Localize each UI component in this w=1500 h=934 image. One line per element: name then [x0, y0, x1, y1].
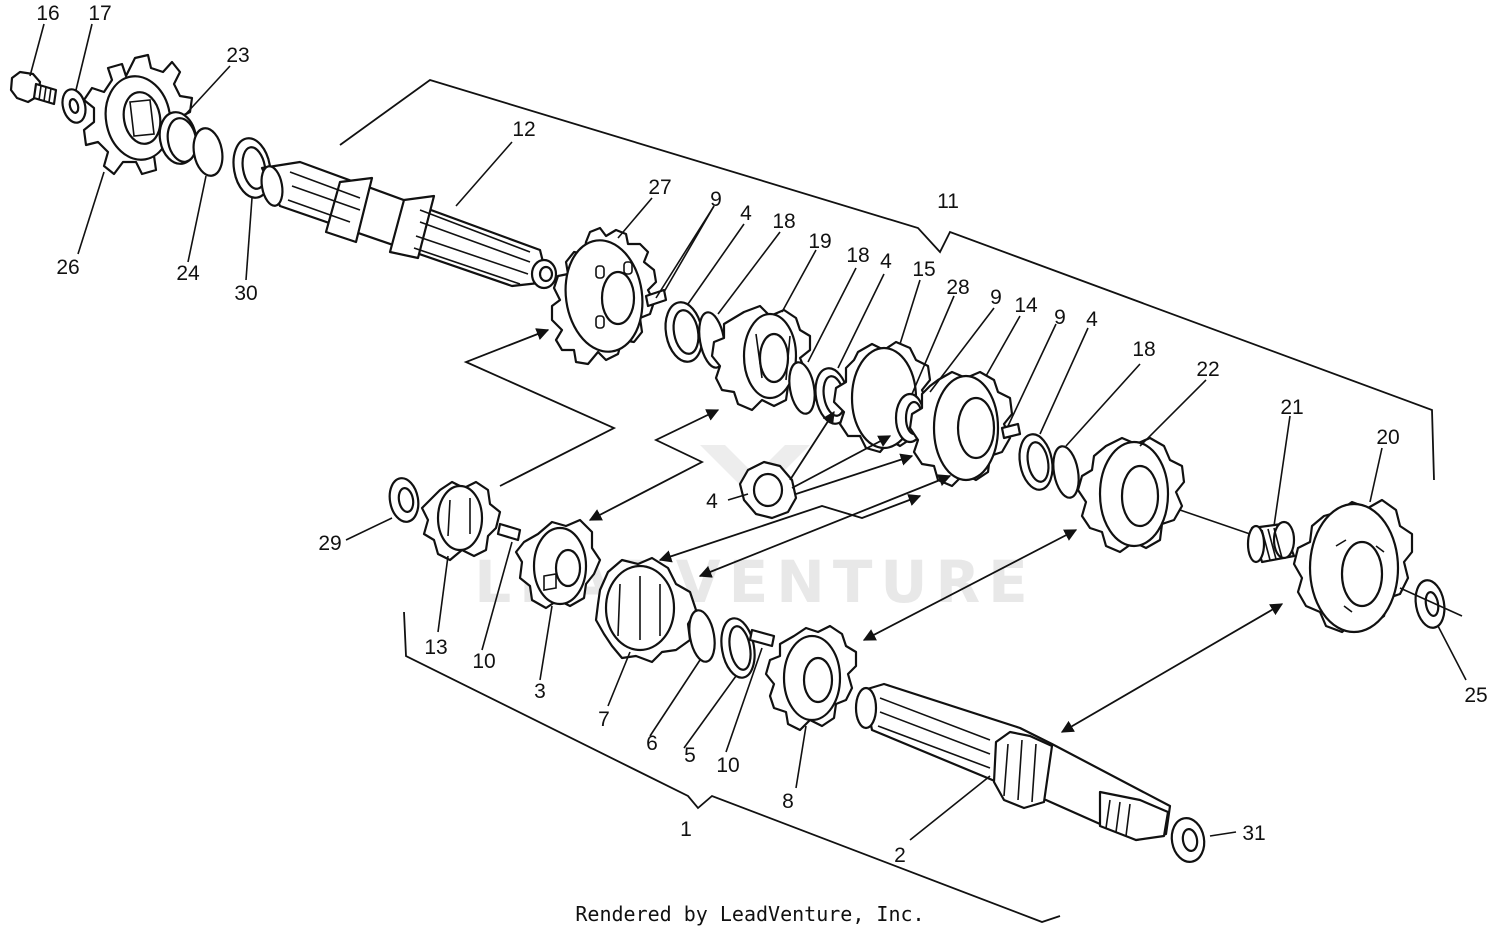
callout-20: 20	[1376, 426, 1399, 449]
countershaft-12	[260, 160, 558, 290]
circlip-4-c	[1018, 433, 1054, 491]
o-ring-24	[192, 127, 224, 177]
bracket-11	[339, 79, 1435, 481]
callout-21: 21	[1280, 396, 1303, 419]
callout-4-c: 4	[1086, 308, 1098, 331]
callout-3: 3	[534, 680, 546, 703]
callout-31: 31	[1242, 822, 1265, 845]
washer-18-b	[788, 361, 816, 415]
key-10-b	[748, 628, 776, 648]
circlip-5	[720, 617, 756, 679]
callout-17: 17	[88, 2, 111, 25]
gear-3	[514, 518, 602, 610]
callout-19: 19	[808, 230, 831, 253]
callout-9-a: 9	[710, 188, 722, 211]
callout-2: 2	[894, 844, 906, 867]
callout-28: 28	[946, 276, 969, 299]
bracket-1	[403, 611, 1061, 923]
callout-1: 1	[680, 818, 692, 841]
washer-29	[388, 477, 420, 523]
callout-30: 30	[234, 282, 257, 305]
callout-4-a: 4	[740, 202, 752, 225]
callout-9-b: 9	[990, 286, 1002, 309]
needle-bearing-21	[1246, 520, 1296, 564]
washer-25	[1414, 579, 1446, 629]
key-10-a	[496, 522, 522, 542]
collar-23	[158, 111, 198, 165]
mesh-arrows	[463, 328, 1284, 733]
circlip-4-a	[664, 301, 704, 363]
callout-labels: 16 17 23 26 24 30 12 27 9 4 18 19 18 4 1…	[36, 2, 1487, 867]
callout-4-b: 4	[880, 250, 892, 273]
washer-17	[61, 88, 87, 124]
callout-11: 11	[937, 190, 959, 213]
clip-9-c	[1000, 422, 1022, 440]
callout-29: 29	[318, 532, 341, 555]
callout-9-c: 9	[1054, 306, 1066, 329]
callout-7: 7	[598, 708, 610, 731]
callout-12: 12	[512, 118, 535, 141]
bolt-16	[9, 70, 58, 106]
callout-16: 16	[36, 2, 59, 25]
callout-18-b: 18	[846, 244, 869, 267]
callout-23: 23	[226, 44, 249, 67]
callout-18-c: 18	[1132, 338, 1155, 361]
callout-8: 8	[782, 790, 794, 813]
callout-5: 5	[684, 744, 696, 767]
callout-10-b: 10	[716, 754, 739, 777]
callout-6: 6	[646, 732, 658, 755]
callout-22: 22	[1196, 358, 1219, 381]
callout-18-a: 18	[772, 210, 795, 233]
gear-27	[550, 226, 658, 366]
callout-27: 27	[648, 176, 671, 199]
axis-line-upper	[1179, 509, 1251, 535]
circlip-4-d	[738, 460, 798, 520]
gear-8	[764, 624, 858, 732]
leader-lines	[29, 23, 1467, 841]
washer-18-c	[1052, 445, 1080, 499]
callout-4-d: 4	[706, 490, 718, 513]
axis-line-upper-end	[1399, 587, 1463, 617]
washer-31	[1170, 817, 1206, 863]
callout-24: 24	[176, 262, 200, 285]
gear-7	[594, 556, 698, 664]
gear-20	[1292, 498, 1414, 634]
gear-22	[1076, 436, 1186, 554]
washer-6	[688, 609, 716, 663]
callout-26: 26	[56, 256, 79, 279]
callout-14: 14	[1014, 294, 1038, 317]
callout-10-a: 10	[472, 650, 495, 673]
callout-15: 15	[912, 258, 935, 281]
gear-19	[710, 304, 812, 412]
callout-13: 13	[424, 636, 447, 659]
callout-25: 25	[1464, 684, 1487, 707]
mainshaft-2	[854, 682, 1172, 842]
gear-13	[420, 480, 502, 562]
rendered-by-footer: Rendered by LeadVenture, Inc.	[575, 902, 925, 926]
gear-14	[908, 370, 1014, 488]
